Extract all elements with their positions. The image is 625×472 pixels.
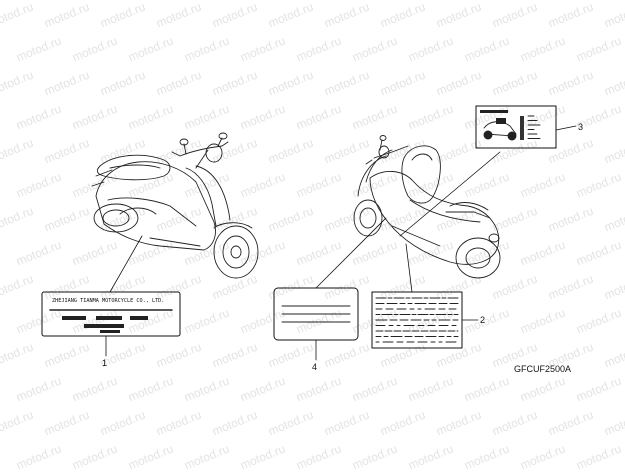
label-2-info-label	[371, 291, 463, 349]
label-1-nameplate: ZHEJIANG TIANMA MOTORCYCLE CO., LTD.	[41, 291, 181, 337]
label-1-header-text: ZHEJIANG TIANMA MOTORCYCLE CO., LTD.	[52, 298, 164, 304]
callout-1: 1	[102, 358, 107, 368]
callout-2: 2	[480, 315, 485, 325]
callout-3: 3	[578, 122, 583, 132]
callout-4: 4	[312, 362, 317, 372]
scooter-right-illustration	[353, 135, 501, 279]
leader-lines	[105, 125, 577, 361]
label-3-info-label	[475, 105, 557, 149]
figure-code: GFCUF2500A	[514, 364, 571, 374]
label-4-blank-label	[273, 287, 359, 341]
scooter-left-illustration	[91, 132, 259, 279]
